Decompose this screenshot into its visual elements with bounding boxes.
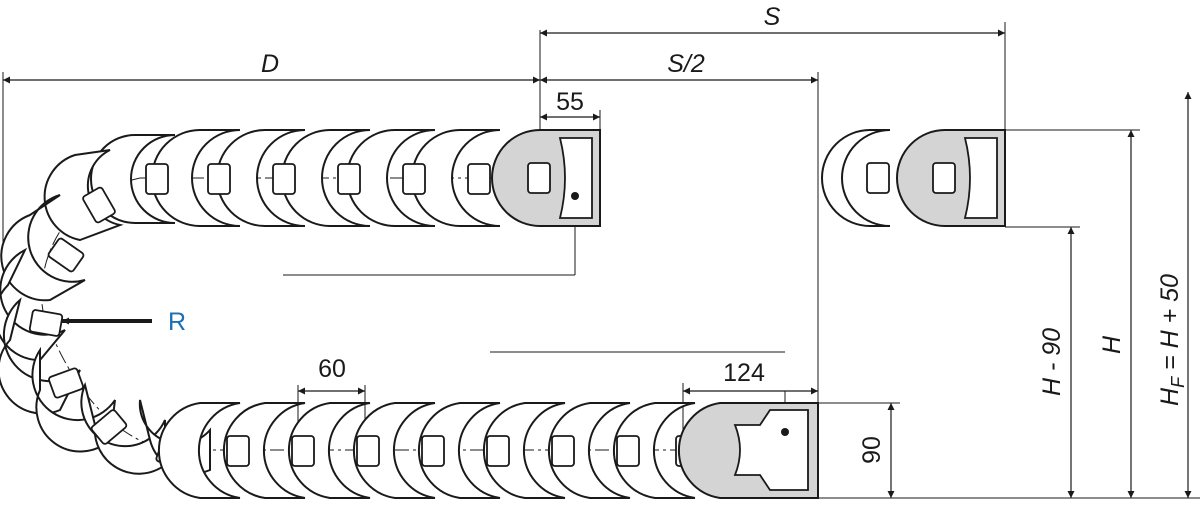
upper-end-bracket (491, 129, 601, 227)
lower-end-bracket (677, 402, 819, 499)
label-hf-suffix: = H + 50 (1156, 274, 1184, 377)
label-hf: HF = H + 50 (1156, 274, 1188, 406)
cable-chain (0, 129, 1006, 499)
upper-chain-run (90, 129, 501, 227)
mounting-hole (571, 192, 579, 200)
label-h-minus-90: H - 90 (1038, 328, 1066, 396)
mounting-hole (781, 428, 789, 436)
label-90: 90 (858, 436, 886, 464)
label-s-half: S/2 (667, 50, 705, 78)
label-55: 55 (556, 88, 584, 116)
label-r: R (168, 308, 186, 336)
label-124: 124 (723, 359, 765, 387)
label-hf-sub: F (1168, 376, 1188, 388)
end-detail-view (821, 129, 1006, 227)
dimension-lines (2, 22, 1200, 499)
label-d: D (261, 50, 279, 78)
label-h: H (1098, 335, 1126, 354)
dimension-labels: S D S/2 55 60 124 R 90 H - 90 H HF = H +… (168, 3, 1188, 464)
lower-chain-run (157, 402, 699, 499)
label-s: S (764, 3, 781, 31)
label-60: 60 (318, 355, 346, 383)
label-hf-prefix: H (1156, 387, 1184, 406)
